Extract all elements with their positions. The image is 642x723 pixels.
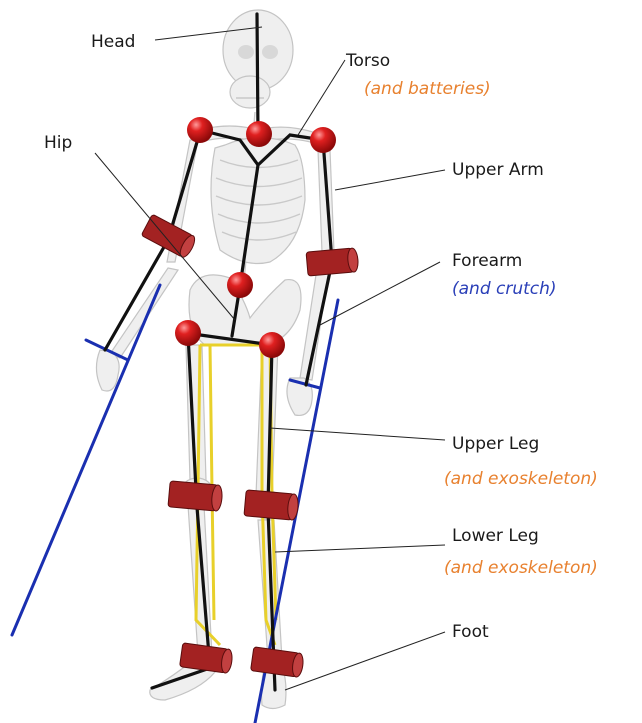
left-shoulder-joint	[187, 117, 213, 143]
label-forearm: Forearm	[452, 251, 522, 271]
label-lower-leg-sub: (and exoskeleton)	[444, 558, 598, 578]
label-upper-leg-sub: (and exoskeleton)	[444, 469, 598, 489]
right-upper-leg-cylinder	[244, 490, 299, 521]
right-shoulder-joint	[310, 127, 336, 153]
upper-arm-leader	[335, 170, 445, 190]
left-hip-joint	[175, 320, 201, 346]
waist-joint	[227, 272, 253, 298]
head-link	[257, 14, 258, 134]
label-upper-leg: Upper Leg	[452, 434, 539, 454]
link-segments	[105, 14, 332, 690]
label-head: Head	[91, 32, 135, 52]
foot-leader	[285, 632, 445, 690]
label-hip: Hip	[44, 133, 72, 153]
label-upper-arm: Upper Arm	[452, 160, 544, 180]
right-foot-cylinder	[251, 647, 305, 678]
left-crutch	[12, 285, 160, 635]
label-torso: Torso	[345, 51, 390, 71]
label-foot: Foot	[452, 622, 489, 642]
label-torso-sub: (and batteries)	[364, 79, 491, 99]
left-upper-leg-cylinder	[168, 481, 223, 512]
label-forearm-sub: (and crutch)	[452, 279, 557, 299]
lower-leg-leader	[275, 545, 445, 552]
label-lower-leg: Lower Leg	[452, 526, 539, 546]
torso-leader	[298, 60, 345, 135]
neck-joint	[246, 121, 272, 147]
right-hip-joint	[259, 332, 285, 358]
left-upper-arm-link	[168, 132, 200, 240]
right-forearm-cylinder	[306, 248, 359, 276]
upper-leg-leader	[270, 428, 445, 440]
